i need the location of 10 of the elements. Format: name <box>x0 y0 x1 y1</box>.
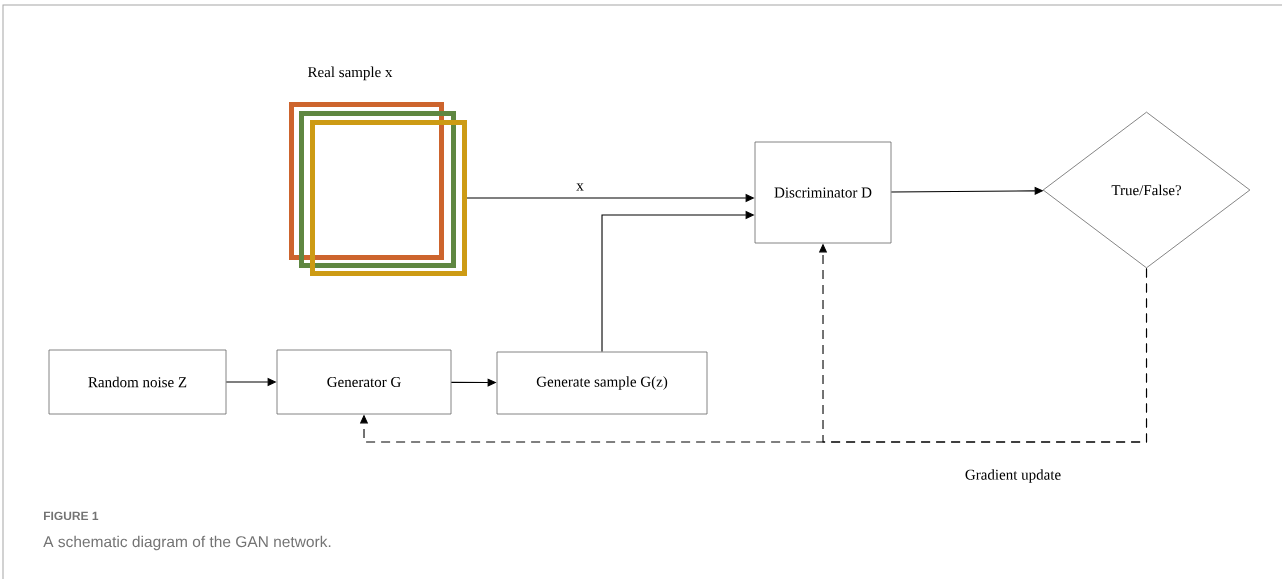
process-box: Discriminator D <box>754 141 892 244</box>
process-box: Random noise Z <box>48 349 227 415</box>
process-box: Generator G <box>276 349 452 415</box>
figure-number: FIGURE 1 <box>44 511 99 521</box>
note: Gradient update <box>965 469 1061 483</box>
arrow <box>359 267 1148 443</box>
caption: A schematic diagram of the GAN network. <box>43 535 331 551</box>
process-box: Generate sample G(z) <box>496 351 708 415</box>
heading: Real sample x <box>307 66 393 81</box>
edge-label: x <box>575 182 585 192</box>
